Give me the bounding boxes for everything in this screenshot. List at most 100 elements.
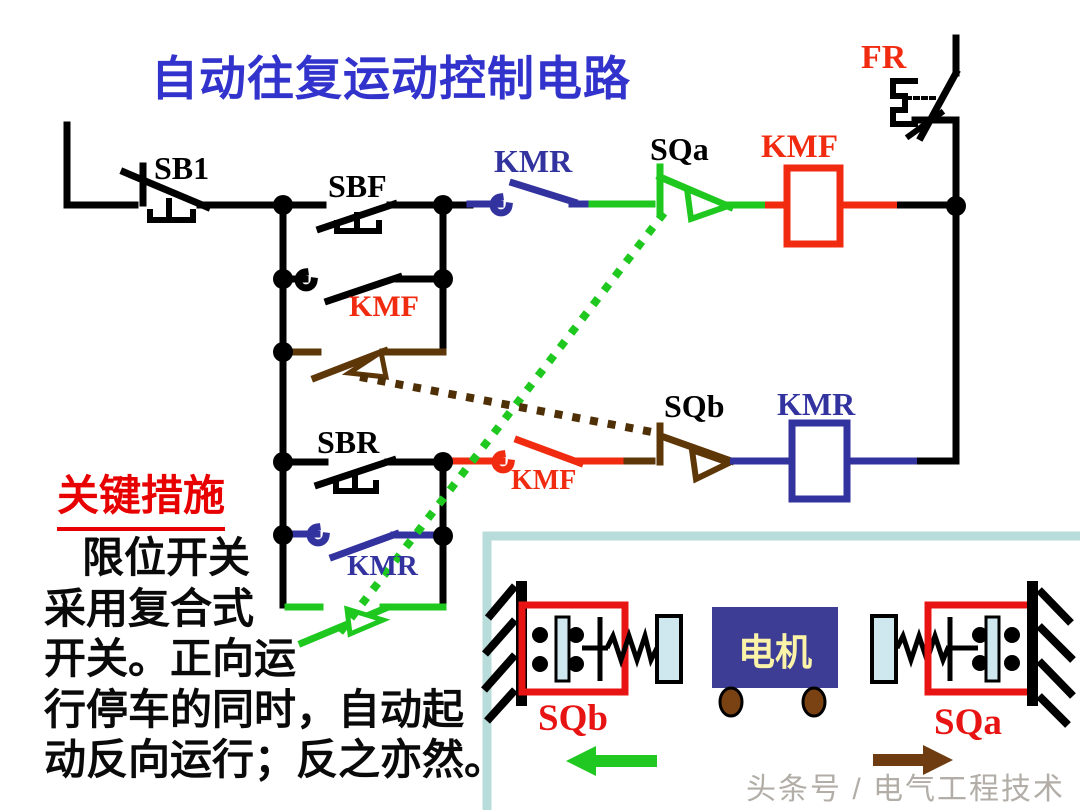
- kmf-aux-label: KMF: [349, 290, 419, 323]
- notes-line: 开关。正向运: [44, 637, 297, 683]
- left-direction-arrow: [566, 746, 657, 776]
- kmr-nc-contact-symbol: [439, 178, 596, 217]
- kmr-nc-hook: [489, 193, 513, 217]
- kmr-aux-arm: [328, 529, 401, 562]
- notes-line: 行停车的同时，自动起: [44, 687, 465, 734]
- sqb-switch-box: [518, 601, 629, 696]
- sqa-switch-box: [924, 601, 1036, 696]
- kmr-coil-symbol: [730, 419, 917, 503]
- contact-dot: [568, 656, 584, 672]
- contact-dot: [1004, 627, 1020, 643]
- left-striker-block: [655, 614, 683, 684]
- notes-line: 采用复合式: [44, 586, 255, 633]
- sbr-label: SBR: [317, 424, 380, 460]
- contact-dot: [972, 655, 988, 671]
- notes-paragraph: 限位开关 采用复合式 开关。正向运 行停车的同时，自动起 动反向运行；反之亦然。: [44, 534, 524, 787]
- sbr-actuator: [333, 471, 379, 494]
- kmr-coil-box: [788, 419, 851, 503]
- sqb-nc-label: SQb: [664, 388, 725, 424]
- kmf-nc-arm: [513, 435, 585, 468]
- junction-dot: [273, 525, 293, 545]
- contact-dot: [972, 627, 988, 643]
- sb1-actuator: [147, 198, 196, 223]
- junction-dot: [433, 269, 453, 289]
- fr-relay-symbol: [890, 34, 961, 142]
- right-direction-arrow: [873, 745, 953, 775]
- junction-dot: [433, 526, 453, 546]
- kmr-aux-label: KMR: [347, 550, 418, 582]
- kmf-coil-box: [783, 164, 844, 248]
- notes-heading: 关键措施: [57, 462, 226, 531]
- sqa-nc-label: SQa: [650, 131, 709, 167]
- contact-dot: [532, 656, 548, 672]
- motor-wheel-left: [718, 686, 744, 718]
- junction-dots: [273, 195, 966, 546]
- junction-dot: [433, 452, 453, 472]
- hatch-line: [484, 583, 519, 621]
- hatch-line: [1036, 623, 1076, 663]
- sb1-stop-button: [119, 162, 212, 223]
- hatch-line: [484, 687, 518, 724]
- motor-box: [712, 607, 838, 688]
- hatch-line: [481, 652, 518, 693]
- fr-contact-arm: [916, 68, 961, 142]
- sbr-reverse-button: [279, 455, 447, 494]
- notes-line: 动反向运行；反之亦然。: [44, 738, 507, 784]
- right-striker-block: [870, 614, 898, 684]
- kmr-nc-arm: [508, 178, 579, 207]
- hatch-line: [482, 617, 518, 657]
- junction-dot: [946, 196, 966, 216]
- junction-dot: [433, 195, 453, 215]
- kmf-nc-label: KMF: [511, 465, 577, 496]
- panel-frame: [482, 531, 1080, 810]
- sqb-plunger: [582, 617, 608, 681]
- sqa-spring: [894, 628, 951, 668]
- page-title: 自动往复运动控制电路: [151, 52, 631, 105]
- kmf-coil-label: KMF: [761, 129, 838, 165]
- contact-dot: [532, 627, 548, 643]
- sqa-contact-dots: [972, 627, 1020, 671]
- right-wall-bar: [1027, 581, 1038, 706]
- sqb-spring: [604, 627, 660, 668]
- sqa-nc-roller: [683, 184, 737, 224]
- sqb-nc-roller: [688, 445, 737, 484]
- sqa-plunger: [946, 617, 978, 681]
- contact-dot: [1004, 655, 1020, 671]
- mechanism-panel: [481, 531, 1080, 810]
- sqb-no-contact-symbol: [279, 346, 447, 383]
- junction-dot: [273, 452, 293, 472]
- left-wall-hatching: [481, 583, 519, 724]
- sb1-contact-arm: [119, 167, 212, 212]
- hatch-line: [1036, 658, 1076, 699]
- sb1-label: SB1: [154, 150, 210, 186]
- motor-wheel-right: [801, 686, 827, 718]
- notes-line: 限位开关: [82, 536, 251, 582]
- supply-wire-left: [63, 121, 139, 209]
- contact-dot: [568, 627, 584, 643]
- kmf-coil-symbol: [765, 164, 897, 248]
- sbf-actuator: [334, 212, 382, 234]
- watermark: 头条号 / 电气工程技术: [746, 773, 1066, 806]
- sqb-slider-bar: [554, 615, 571, 683]
- kmf-nc-hook: [491, 450, 515, 474]
- fr-heater-element: [890, 78, 918, 127]
- sbf-label: SBF: [328, 168, 387, 204]
- junction-dot: [273, 342, 293, 362]
- sqb-nc-contact-symbol: [623, 422, 737, 484]
- sqb-mechanism-label: SQb: [538, 698, 608, 739]
- kmf-aux-arm: [323, 272, 404, 306]
- kmr-nc-label: KMR: [494, 143, 573, 179]
- motor-label: 电机: [738, 632, 812, 673]
- right-wall-hatching: [1036, 587, 1076, 728]
- kmf-aux-hook: [294, 268, 318, 292]
- kmr-coil-label: KMR: [777, 386, 856, 422]
- junction-dot: [273, 269, 293, 289]
- fr-label: FR: [861, 39, 907, 76]
- sqa-nc-contact-symbol: [588, 163, 769, 224]
- sqb-mechanical-link-dotted: [359, 373, 653, 436]
- sqb-contact-dots: [532, 627, 584, 672]
- hatch-line: [1036, 693, 1071, 728]
- sqa-mechanism-label: SQa: [934, 702, 1002, 743]
